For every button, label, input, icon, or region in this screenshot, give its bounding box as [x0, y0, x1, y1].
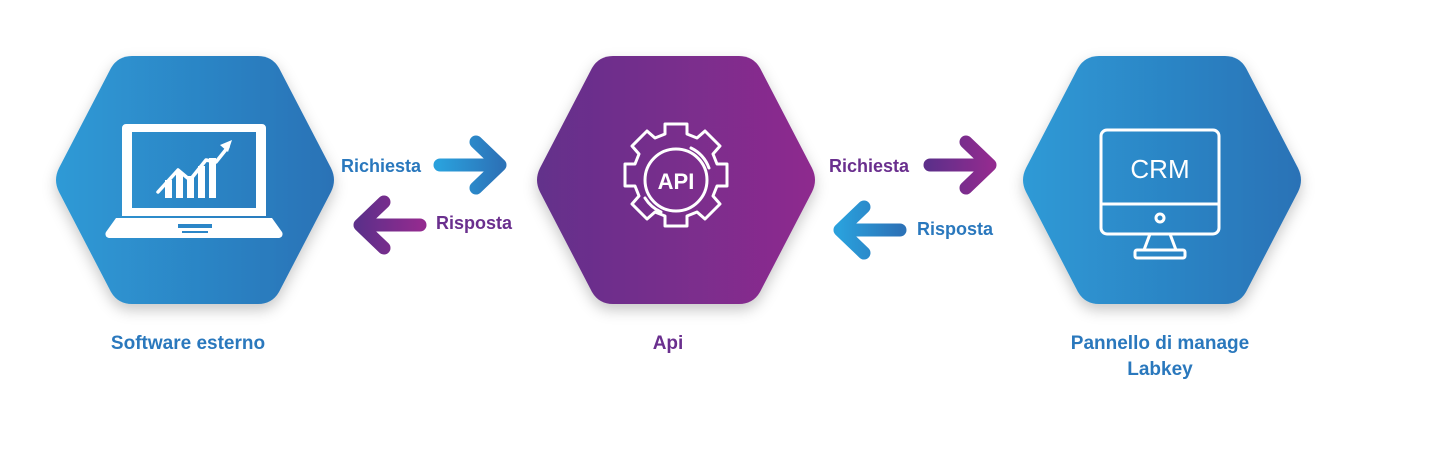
api-icon-text: API — [658, 169, 695, 194]
node-label-crm: Pannello di manage Labkey — [1040, 331, 1280, 383]
hexagon-shape — [1023, 56, 1301, 304]
arrow-right-icon — [922, 130, 1002, 200]
crm-monitor-icon — [1099, 128, 1221, 260]
arrow-left-icon — [828, 195, 908, 265]
response-label-2: Risposta — [917, 219, 994, 239]
node-label-software-esterno: Software esterno — [110, 333, 266, 354]
node-api: API — [531, 52, 821, 308]
laptop-chart-icon — [105, 124, 283, 238]
arrow-right-icon — [432, 130, 512, 200]
api-gear-icon — [623, 122, 729, 228]
request-label-1: Richiesta — [341, 156, 422, 176]
response-label-1: Risposta — [436, 213, 513, 233]
hexagon-shape — [537, 56, 815, 304]
request-label-2: Richiesta — [829, 156, 910, 176]
arrow-left-icon — [348, 190, 428, 260]
node-label-api: Api — [652, 333, 684, 354]
node-crm: CRM — [1017, 52, 1307, 308]
node-software-esterno — [50, 52, 340, 308]
node-label-crm-line-2: Labkey — [1127, 359, 1193, 380]
hexagon-shape — [56, 56, 334, 304]
node-label-crm-line-1: Pannello di manage — [1070, 333, 1250, 354]
crm-icon-text: CRM — [1130, 154, 1189, 184]
